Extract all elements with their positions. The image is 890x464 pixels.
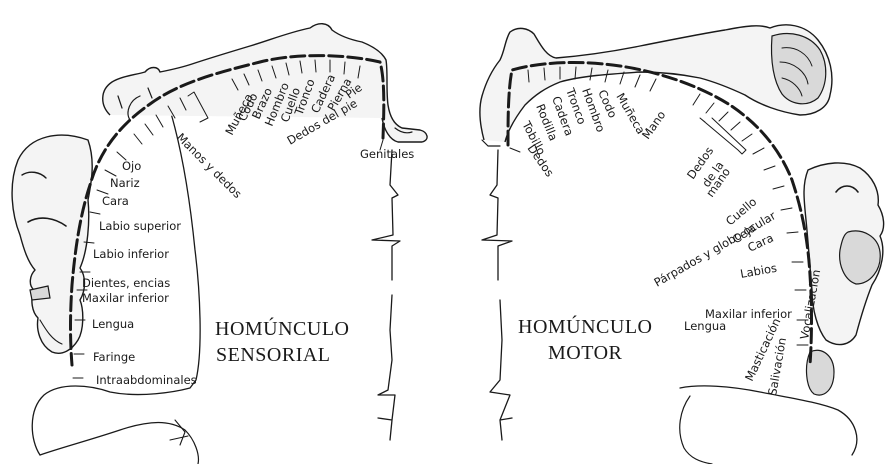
sensory-lower-lobe: [40, 423, 198, 464]
label-lengua: Lengua: [92, 317, 134, 331]
label-labio-inferior: Labio inferior: [93, 247, 169, 261]
motor-cortex-outline: [680, 386, 857, 455]
sensory-homunculus: Genitales Dedos del pie Pie Pierna Cader…: [12, 24, 427, 464]
label-labio-superior: Labio superior: [99, 219, 181, 233]
sensory-head: [12, 135, 92, 353]
motor-title-line2: MOTOR: [548, 342, 623, 364]
label-faringe: Faringe: [93, 350, 135, 364]
central-fissure: [372, 150, 512, 440]
label-manos-dedos: Manos y dedos: [174, 130, 245, 201]
label-labios: Labios: [739, 261, 778, 281]
label-nariz: Nariz: [110, 176, 140, 190]
label-dientes: Dientes, encias: [82, 276, 170, 290]
sensory-sulcus: [170, 420, 188, 445]
motor-title-line1: HOMÚNCULO: [518, 314, 653, 338]
label-cara: Cara: [102, 194, 129, 208]
label-intraabdominales: Intraabdominales: [96, 373, 197, 387]
sensory-title-line1: HOMÚNCULO: [215, 316, 350, 340]
motor-lower-lobe: [680, 396, 712, 464]
dedos-leader: [510, 148, 520, 152]
label-ojo: Ojo: [122, 159, 141, 173]
sensory-title-line2: SENSORIAL: [216, 344, 331, 366]
label-motor-lengua: Lengua: [684, 319, 726, 333]
motor-homunculus: Dedos Tobillo Rodilla Cadera Tronco Homb…: [480, 25, 884, 464]
label-maxilar-inferior: Maxilar inferior: [82, 291, 169, 305]
label-genitales: Genitales: [360, 147, 414, 161]
